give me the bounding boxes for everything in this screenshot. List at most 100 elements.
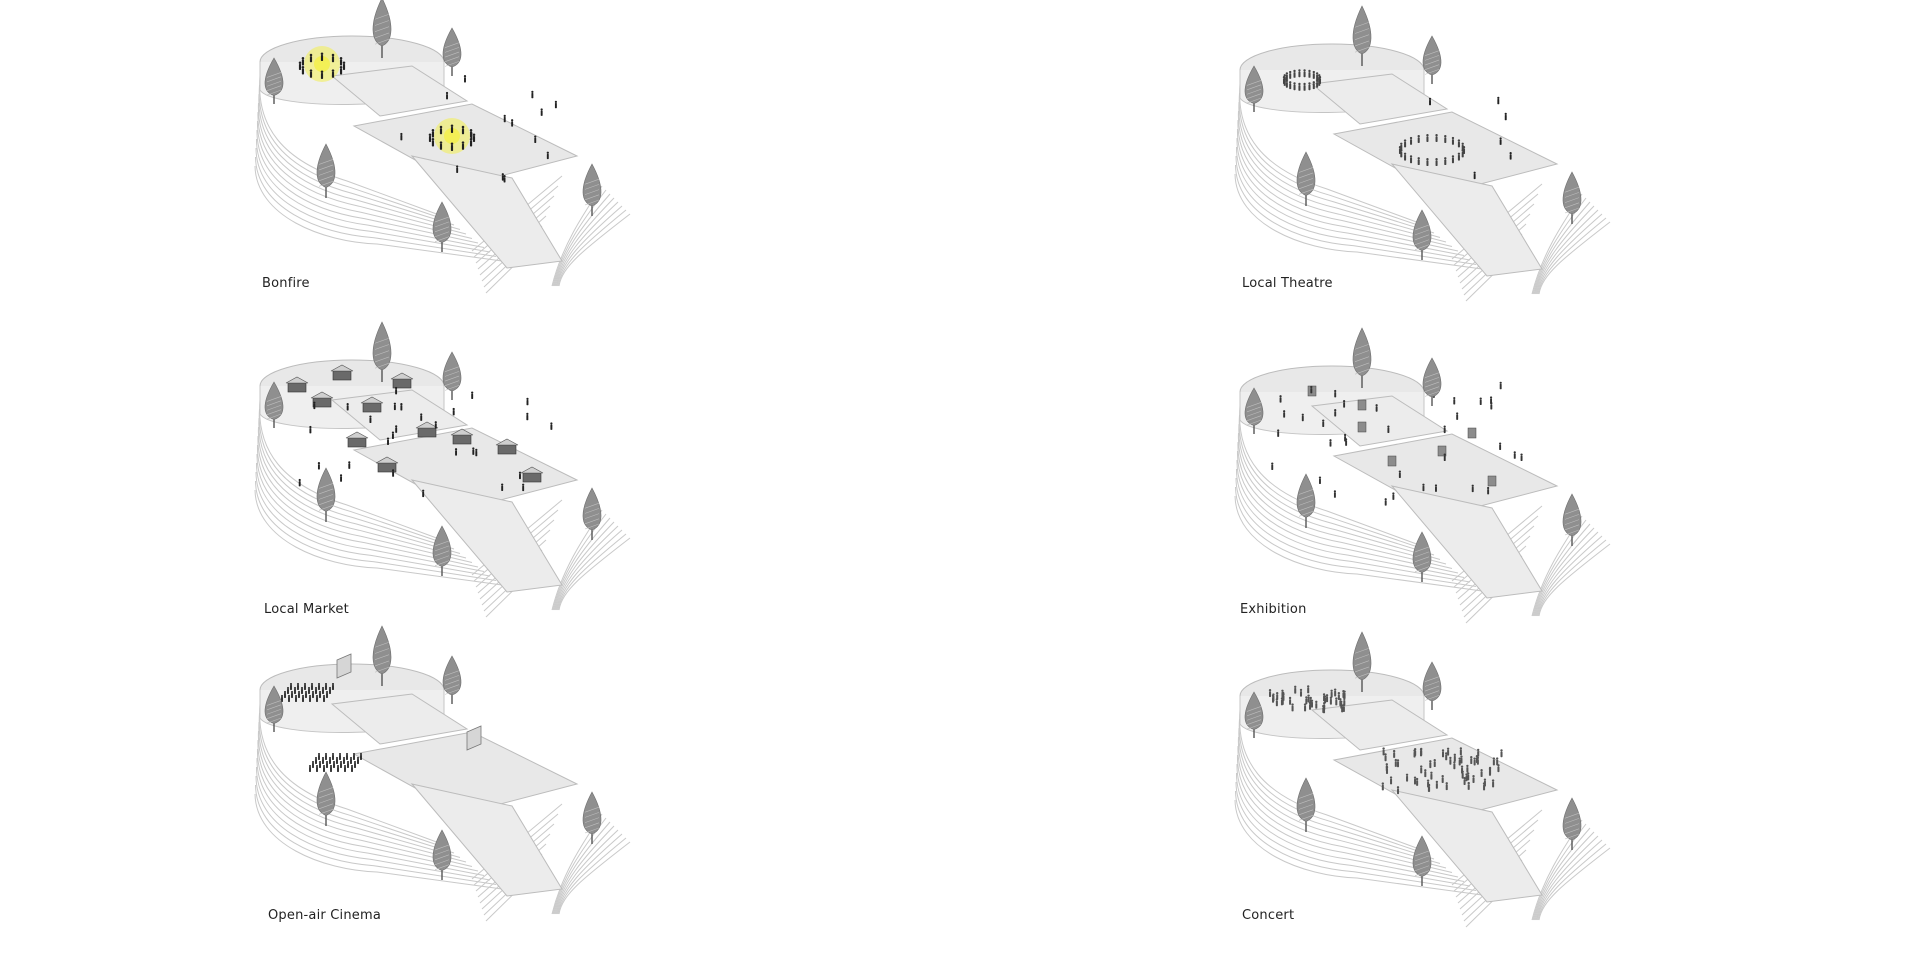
person-figure-icon: [1473, 757, 1476, 766]
person-figure-icon: [339, 474, 343, 482]
panel-label-exhibition: Exhibition: [1240, 602, 1307, 617]
person-figure-icon: [317, 682, 321, 690]
person-figure-icon: [309, 53, 313, 63]
person-figure-icon: [1303, 69, 1306, 78]
person-figure-icon: [1457, 139, 1461, 148]
person-figure-icon: [422, 489, 425, 498]
person-figure-icon: [311, 690, 315, 698]
person-figure-icon: [1335, 697, 1338, 706]
person-figure-icon: [1463, 776, 1466, 785]
person-figure-icon: [331, 69, 335, 78]
trees: [1244, 631, 1582, 886]
person-figure-icon: [1268, 689, 1272, 698]
person-figure-icon: [1488, 767, 1492, 776]
person-figure-icon: [1443, 453, 1446, 461]
person-figure-icon: [1451, 155, 1455, 164]
site-terrain: [254, 359, 631, 618]
person-figure-icon: [540, 108, 543, 116]
person-figure-icon: [1271, 694, 1275, 703]
person-figure-icon: [1403, 152, 1407, 161]
person-figure-icon: [342, 756, 346, 764]
person-figure-icon: [1315, 72, 1319, 81]
person-figure-icon: [1303, 703, 1307, 712]
person-figure-icon: [461, 125, 465, 135]
person-figure-icon: [307, 686, 311, 694]
person-figure-icon: [343, 764, 347, 772]
person-figure-icon: [1467, 772, 1470, 781]
person-figure-icon: [1429, 760, 1432, 769]
person-figure-icon: [470, 132, 473, 140]
person-figure-icon: [320, 52, 324, 61]
person-figure-icon: [1476, 756, 1480, 765]
person-figure-icon: [1487, 486, 1490, 495]
person-figure-icon: [336, 764, 340, 772]
person-figure-icon: [315, 764, 319, 772]
person-figure-icon: [1384, 498, 1387, 506]
person-figure-icon: [1480, 769, 1483, 778]
person-figure-icon: [400, 402, 403, 411]
person-figure-icon: [1382, 747, 1385, 756]
person-figure-icon: [1513, 451, 1516, 459]
person-figure-icon: [428, 133, 432, 142]
person-figure-icon: [1392, 492, 1395, 500]
tree-icon: [582, 791, 602, 844]
person-figure-icon: [280, 694, 284, 702]
person-figure-icon: [322, 764, 326, 772]
person-figure-icon: [1310, 699, 1314, 708]
person-figure-icon: [526, 412, 529, 421]
person-figure-icon: [1384, 753, 1387, 762]
person-figure-icon: [1430, 771, 1433, 780]
person-figure-icon: [1307, 694, 1310, 703]
person-figure-icon: [1433, 759, 1436, 768]
trees: [264, 321, 602, 576]
market-stall-icon: [450, 428, 474, 445]
tree-icon: [442, 655, 462, 704]
person-figure-icon: [1279, 395, 1282, 403]
tree-icon: [264, 381, 284, 428]
person-figure-icon: [1413, 747, 1417, 756]
person-figure-icon: [1420, 765, 1423, 774]
person-figure-icon: [1293, 69, 1296, 78]
person-figure-icon: [1303, 82, 1306, 91]
person-figure-icon: [471, 391, 474, 400]
person-figure-icon: [1334, 408, 1337, 417]
person-figure-icon: [313, 401, 316, 410]
person-figure-icon: [1467, 781, 1470, 790]
person-figure-icon: [318, 760, 322, 768]
person-figure-icon: [346, 403, 349, 411]
tree-icon: [1352, 5, 1372, 66]
tree-icon: [1244, 65, 1264, 112]
tree-icon: [1352, 327, 1372, 388]
cinema-screen-icon: [466, 725, 482, 751]
person-figure-icon: [1281, 689, 1284, 698]
person-figure-icon: [1396, 786, 1400, 795]
person-figure-icon: [350, 764, 354, 772]
panel-concert: Concert: [1234, 631, 1702, 940]
tree-icon: [1412, 531, 1432, 582]
person-figure-icon: [1419, 748, 1423, 757]
exhibition-site-illustration: [1234, 327, 1611, 624]
person-figure-icon: [450, 142, 454, 151]
tree-icon: [1352, 631, 1372, 692]
person-figure-icon: [301, 57, 305, 66]
person-figure-icon: [1385, 765, 1389, 774]
exhibit-object-icon: [1487, 475, 1497, 487]
person-figure-icon: [309, 425, 312, 434]
panel-exhibition: Exhibition: [1234, 327, 1702, 636]
person-figure-icon: [314, 756, 318, 764]
panel-bonfire: Bonfire: [254, 0, 722, 306]
person-figure-icon: [461, 141, 465, 150]
tree-icon: [1296, 777, 1316, 832]
person-figure-icon: [1409, 136, 1413, 145]
tree-icon: [372, 0, 392, 58]
person-figure-icon: [331, 682, 335, 690]
person-figure-icon: [1288, 696, 1292, 705]
person-figure-icon: [329, 764, 333, 772]
person-figure-icon: [1435, 158, 1438, 167]
person-figure-icon: [1285, 79, 1289, 88]
tree-icon: [1562, 493, 1582, 546]
person-figure-icon: [1329, 696, 1333, 705]
person-figure-icon: [1398, 470, 1401, 479]
person-figure-icon: [1490, 402, 1493, 410]
person-figure-icon: [1330, 689, 1333, 698]
